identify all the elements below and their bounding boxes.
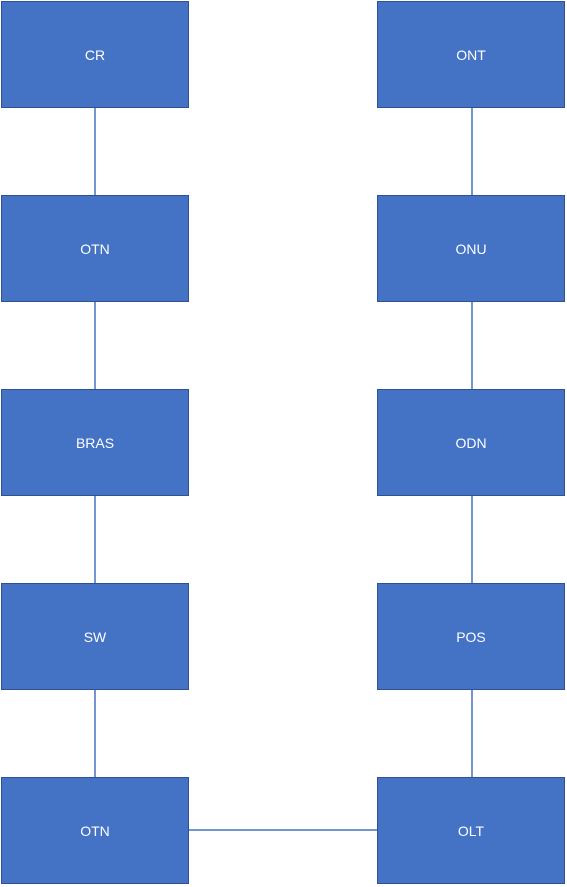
node-otn-upper[interactable]: OTN — [1, 195, 189, 302]
node-ont[interactable]: ONT — [377, 1, 565, 108]
node-odn[interactable]: ODN — [377, 389, 565, 496]
node-cr[interactable]: CR — [1, 1, 189, 108]
node-onu[interactable]: ONU — [377, 195, 565, 302]
node-olt[interactable]: OLT — [377, 777, 565, 884]
node-otn-lower[interactable]: OTN — [1, 777, 189, 884]
node-bras[interactable]: BRAS — [1, 389, 189, 496]
node-pos[interactable]: POS — [377, 583, 565, 690]
node-sw[interactable]: SW — [1, 583, 189, 690]
